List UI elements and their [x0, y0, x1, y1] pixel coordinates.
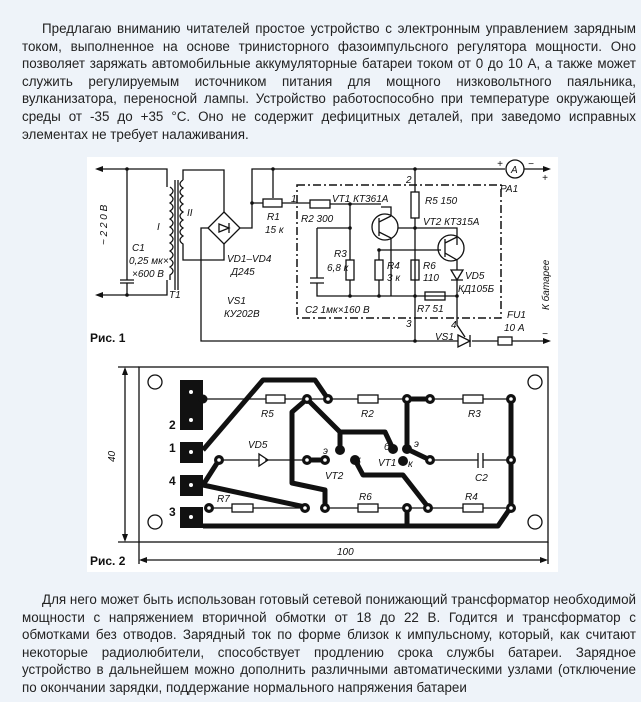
vd5-type: КД105Б: [458, 284, 495, 295]
vs1-thyristor: [457, 333, 472, 349]
r6-label: R6: [423, 261, 436, 272]
pcb-vd5-label: VD5: [248, 440, 268, 451]
battery-label: К батарее: [540, 259, 552, 310]
r4-label: R4: [387, 261, 400, 272]
battery-minus: −: [542, 329, 548, 340]
winding2-label: II: [187, 208, 193, 219]
pcb-r7-label: R7: [217, 494, 230, 505]
vt2-base-label: б: [355, 456, 361, 468]
vd5-diode: [449, 269, 465, 282]
r1-potentiometer: [262, 198, 283, 208]
vt1-emitter-label: э: [414, 439, 419, 450]
vs1-label: VS1: [227, 296, 246, 307]
r1-value: 15 к: [265, 225, 285, 236]
fu1-fuse: [497, 336, 513, 346]
mains-voltage-label: ~ 2 2 0 В: [99, 204, 110, 245]
pcb-r3-label: R3: [468, 409, 481, 420]
vt1-transistor: [371, 213, 399, 241]
vt1-base-label: б: [384, 441, 390, 453]
circuit-diagram: ~ 2 2 0 В I II C1 0,25 мк× ×600 В T1 VD1…: [90, 159, 552, 349]
pcb-r5-label: R5: [261, 409, 274, 420]
r7-label: R7 51: [417, 304, 444, 315]
fu1-label: FU1: [507, 310, 526, 321]
battery-plus: +: [542, 173, 548, 184]
r3-label: R3: [334, 249, 347, 260]
primary-winding: [168, 186, 174, 280]
vt2-emitter-label: э: [323, 446, 328, 457]
pcb-r6-label: R6: [359, 492, 372, 503]
ammeter-minus: −: [528, 159, 534, 170]
pcb-r4-label: R4: [465, 492, 478, 503]
ammeter-symbol: A: [510, 165, 518, 176]
r3-value: 6,8 к: [327, 263, 350, 274]
second-paragraph: Для него может быть использован готовый …: [22, 592, 636, 695]
node1-label: 1: [291, 194, 297, 205]
pcb-vt2-label: VT2: [325, 471, 344, 482]
r6-value: 110: [423, 273, 439, 284]
pcb-vt1-label: VT1: [378, 458, 396, 469]
vs1-type: КУ202В: [224, 309, 260, 320]
fu1-value: 10 А: [504, 323, 525, 334]
c1-capacitor: [120, 279, 134, 284]
height-dimension: 40: [107, 450, 118, 462]
figure1-caption: Рис. 1: [90, 331, 126, 345]
pad-label-1: 1: [169, 441, 176, 455]
pad-2: [180, 380, 203, 430]
c2-label: C2 1мк×160 В: [305, 305, 370, 316]
r6-resistor: [410, 259, 420, 281]
node3-label: 3: [406, 319, 412, 330]
r5-resistor: [410, 191, 420, 219]
pa1-ammeter: [505, 159, 525, 179]
t1-label: T1: [169, 290, 181, 301]
node4-label: 4: [451, 320, 457, 331]
vt1-collector-label: к: [408, 459, 414, 470]
c1-value-1: 0,25 мк×: [129, 256, 169, 267]
control-module-boundary: [296, 184, 502, 319]
pcb-r2-label: R2: [361, 409, 374, 420]
pcb-layout: 40 100 2 1 4 3 R5 R2 R3 VD5 R7 R6 R4 C2 …: [90, 366, 549, 568]
bridge-label: VD1–VD4: [227, 254, 272, 265]
vt2-label: VT2 КТ315А: [423, 217, 480, 228]
c2-capacitor: [310, 277, 324, 284]
r2-label: R2 300: [301, 214, 334, 225]
r4-value: 3 к: [387, 273, 401, 284]
pad-label-3: 3: [169, 505, 176, 519]
r5-label: R5 150: [425, 196, 458, 207]
pa1-label: PA1: [500, 184, 518, 195]
pcb-c2-label: C2: [475, 473, 488, 484]
ammeter-plus: +: [497, 159, 503, 170]
figure2-caption: Рис. 2: [90, 554, 126, 568]
r2-resistor: [309, 199, 331, 209]
schematic-figure: ~ 2 2 0 В I II C1 0,25 мк× ×600 В T1 VD1…: [87, 157, 558, 572]
vt2-collector-label: к: [336, 444, 342, 455]
vt1-label: VT1 КТ361А: [332, 194, 389, 205]
c1-value-2: ×600 В: [132, 269, 164, 280]
winding1-label: I: [157, 222, 160, 233]
intro-paragraph: Предлагаю вниманию читателей простое уст…: [22, 21, 636, 142]
width-dimension: 100: [337, 547, 354, 558]
secondary-winding: [179, 169, 225, 261]
pad-label-4: 4: [169, 474, 176, 488]
vd5-label: VD5: [465, 271, 485, 282]
c1-label: C1: [132, 243, 145, 254]
vs1-label-2: VS1: [435, 332, 454, 343]
pad-label-2: 2: [169, 418, 176, 432]
node2-label: 2: [405, 175, 412, 186]
bridge-type: Д245: [230, 267, 255, 278]
diode-bridge: [207, 211, 241, 245]
r1-label: R1: [267, 212, 280, 223]
r7-resistor: [424, 291, 446, 301]
vt2-transistor: [437, 234, 465, 262]
